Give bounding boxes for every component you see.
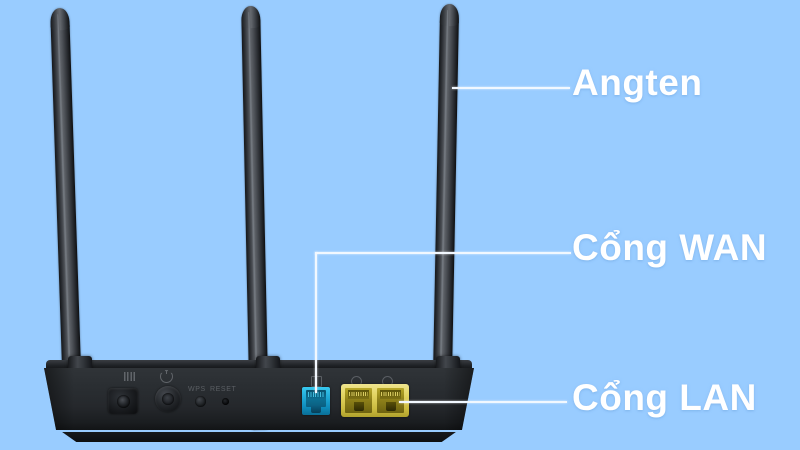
- callout-label-wan: Cổng WAN: [572, 227, 768, 268]
- lan-port-contacts: [348, 390, 369, 399]
- wps-label: WPS: [188, 386, 206, 393]
- lan-port-contacts: [380, 390, 401, 399]
- lan-port-2: [377, 388, 404, 413]
- router-base: [62, 432, 456, 442]
- lan-ports: [341, 384, 409, 417]
- callout-label-lan: Cổng LAN: [572, 377, 757, 418]
- lan-port-tab: [385, 402, 396, 411]
- reset-label: RESET: [210, 386, 237, 393]
- power-button: [155, 386, 181, 412]
- leader-line-lan: [399, 401, 567, 403]
- wan-port-contacts: [306, 390, 326, 407]
- leader-line-wan-horizontal: [315, 252, 571, 254]
- lan-port-tab: [353, 402, 364, 411]
- vent-icon: [124, 372, 137, 381]
- leader-line-wan-vertical: [315, 252, 317, 393]
- wan-port-tab: [311, 405, 321, 413]
- antenna-tip: [50, 7, 70, 31]
- leader-line-antenna: [452, 87, 570, 89]
- lan-port-1: [345, 388, 372, 413]
- callout-label-antenna: Angten: [572, 62, 703, 103]
- power-symbol-icon: [160, 370, 173, 383]
- reset-pinhole: [222, 398, 229, 405]
- wps-button: [195, 396, 206, 407]
- dc-power-jack: [108, 388, 138, 414]
- wan-port: [302, 387, 330, 415]
